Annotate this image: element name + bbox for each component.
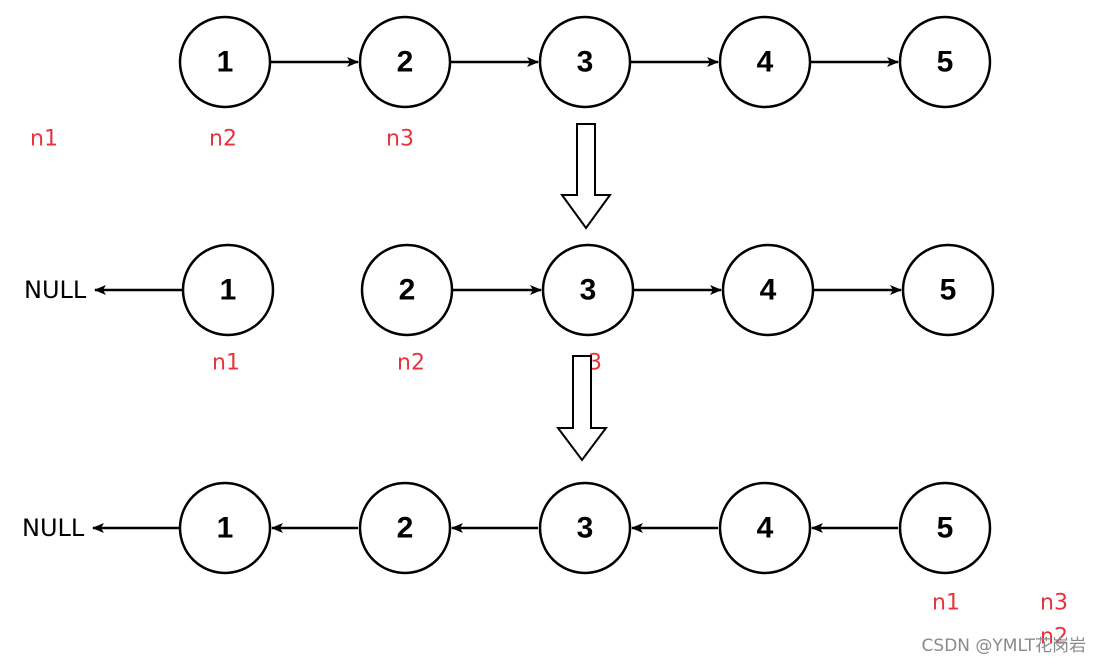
node-2: 2: [358, 15, 452, 109]
node-3-label: 3: [580, 274, 597, 307]
pointer-n1-label: n1: [30, 127, 58, 152]
row-1: 1 2 3 4 5 n1 n2 n3: [30, 15, 992, 152]
node-5-label: 5: [937, 46, 954, 79]
node-4: 4: [721, 243, 815, 337]
pointer-n3-label: n3: [1040, 591, 1068, 616]
node-4-label: 4: [757, 46, 774, 79]
pointer-n2-label: n2: [397, 351, 425, 376]
node-2: 2: [358, 481, 452, 575]
node-1-label: 1: [220, 274, 237, 307]
node-2: 2: [360, 243, 454, 337]
transition-arrow-down-2: [556, 355, 608, 462]
node-1: 1: [181, 243, 275, 337]
watermark: CSDN @YMLT花岗岩: [922, 636, 1086, 656]
node-4-label: 4: [760, 274, 777, 307]
node-1-label: 1: [217, 512, 234, 545]
node-3: 3: [538, 15, 632, 109]
row-3: NULL 1 2 3 4 5 n1 n3 n2: [22, 481, 1068, 650]
row-2: NULL 1 2 3 4 5 n1 n2 n3: [24, 243, 995, 376]
node-1: 1: [178, 481, 272, 575]
node-3-label: 3: [577, 512, 594, 545]
node-2-label: 2: [399, 274, 416, 307]
pointer-n1-label: n1: [932, 591, 960, 616]
null-label-row3: NULL: [22, 514, 85, 542]
node-2-label: 2: [397, 46, 414, 79]
node-4: 4: [718, 481, 812, 575]
node-5-label: 5: [937, 512, 954, 545]
node-2-label: 2: [397, 512, 414, 545]
node-1: 1: [178, 15, 272, 109]
node-5-label: 5: [940, 274, 957, 307]
node-5: 5: [901, 243, 995, 337]
pointer-n1-label: n1: [212, 351, 240, 376]
pointer-n2-label: n2: [1040, 625, 1068, 650]
node-5: 5: [898, 15, 992, 109]
node-3: 3: [538, 481, 632, 575]
node-4-label: 4: [757, 512, 774, 545]
node-3-label: 3: [577, 46, 594, 79]
node-1-label: 1: [217, 46, 234, 79]
node-5: 5: [898, 481, 992, 575]
pointer-n2-label: n2: [209, 127, 237, 152]
node-3: 3: [541, 243, 635, 337]
pointer-n3-label: n3: [386, 127, 414, 152]
null-label-row2: NULL: [24, 276, 87, 304]
node-4: 4: [718, 15, 812, 109]
transition-arrow-down-1: [560, 123, 612, 230]
